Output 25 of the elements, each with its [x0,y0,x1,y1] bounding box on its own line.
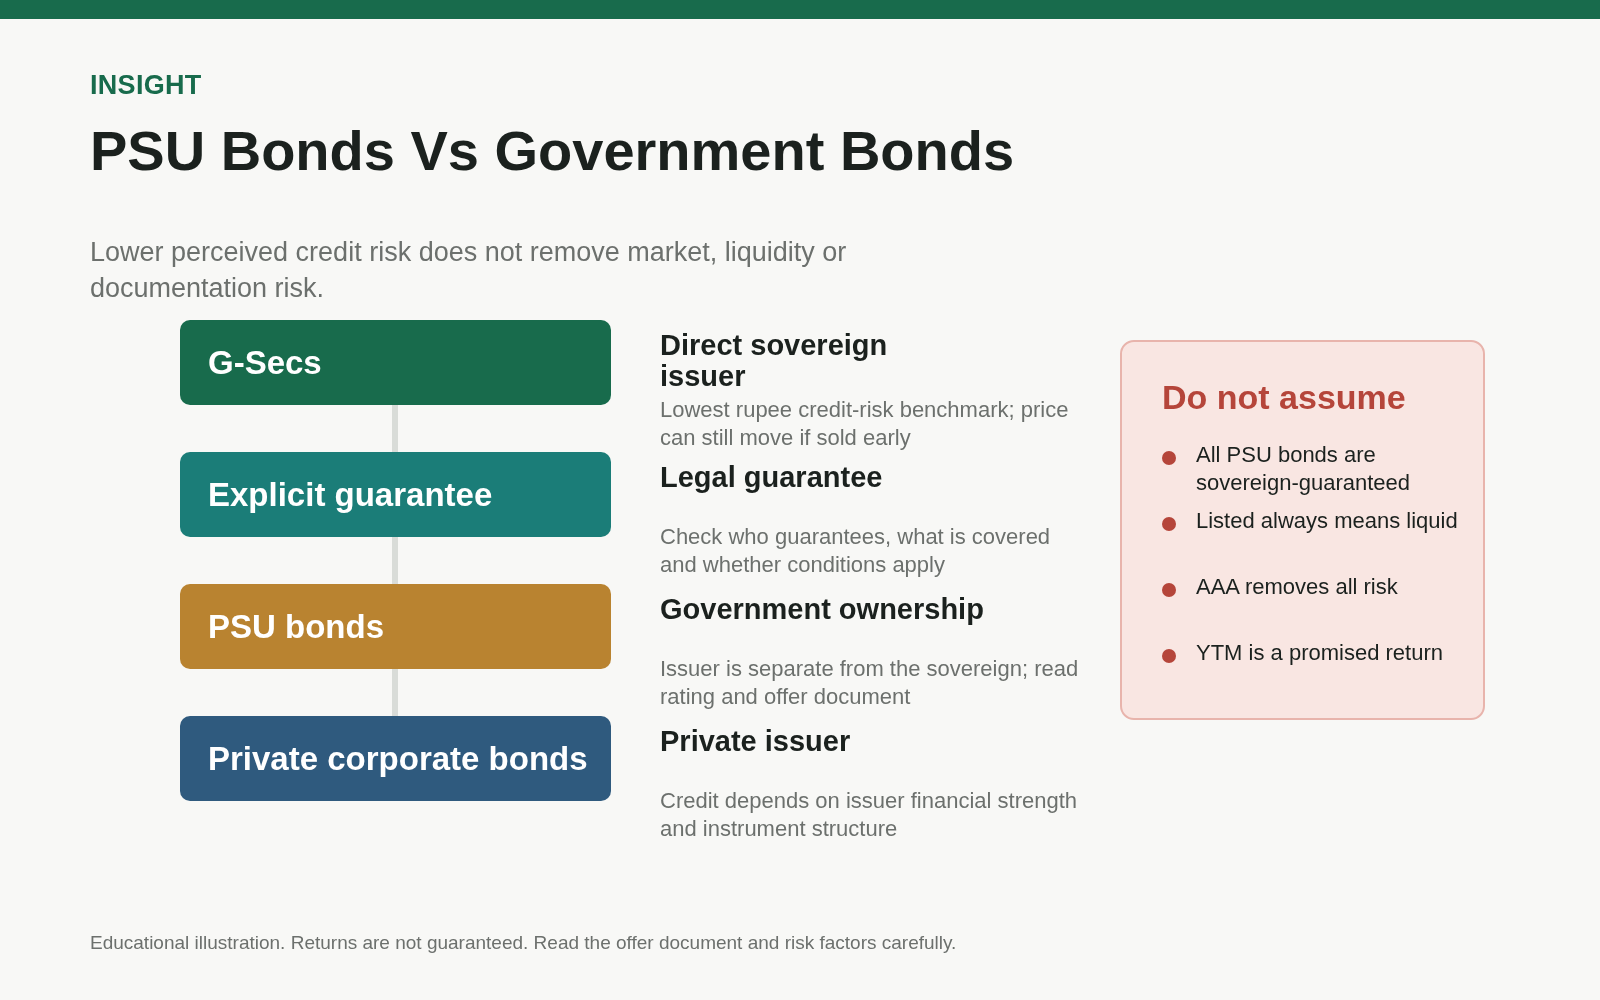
description-text: Lowest rupee credit-risk benchmark; price can still move if sold early [660,396,1070,452]
title: PSU Bonds Vs Government Bonds [90,118,1015,183]
category-box: Explicit guarantee [180,452,611,537]
warning-panel [1120,340,1485,720]
bullet-text: Listed always means liquid [1196,507,1459,535]
connector-line [392,405,398,452]
description-text: Credit depends on issuer financial strength and instrument structure [660,787,1079,843]
category-box: PSU bonds [180,584,611,669]
bullet-text: All PSU bonds are sovereign-guaranteed [1196,441,1412,497]
connector-line [392,669,398,716]
description-heading: Private issuer [660,726,852,757]
description-heading: Government ownership [660,594,985,625]
description-text: Check who guarantees, what is covered and whether conditions apply [660,523,1052,579]
bullet-text: AAA removes all risk [1196,573,1399,601]
description-heading: Direct sovereign issuer [660,330,889,392]
subtitle: Lower perceived credit risk does not remove market, liquidity or documentation risk. [90,236,848,305]
footer-note: Educational illustration. Returns are not guaranteed. Read the offer document and risk factors carefully. [90,932,957,954]
category-box: Private corporate bonds [180,716,611,801]
category-box: G-Secs [180,320,611,405]
panel-heading: Do not assume [1162,378,1407,417]
description-text: Issuer is separate from the sovereign; read rating and offer document [660,655,1080,711]
kicker-text: INSIGHT [90,70,202,101]
connector-line [392,537,398,584]
description-heading: Legal guarantee [660,462,884,493]
bullet-text: YTM is a promised return [1196,639,1444,667]
